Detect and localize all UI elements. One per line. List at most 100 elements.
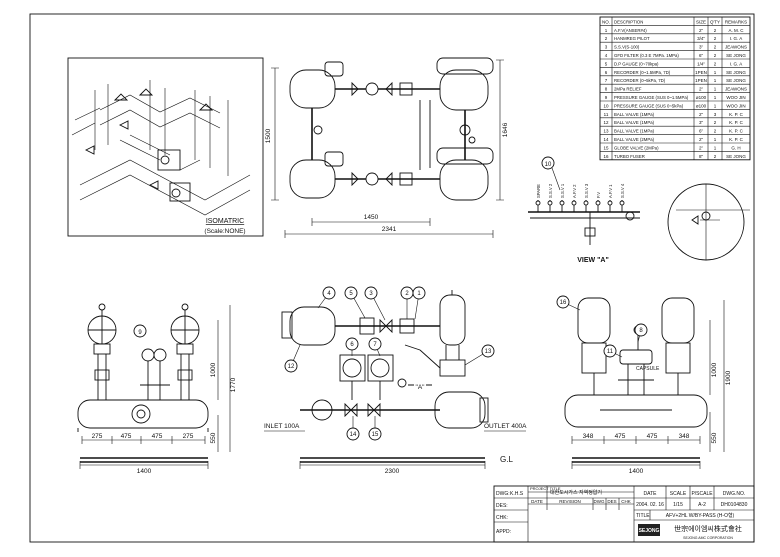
isometric-title: ISOMATRIC <box>206 218 244 225</box>
right-dim-width: 348 <box>679 433 690 440</box>
plan-view: 1500 1646 1450 2341 <box>265 57 509 238</box>
bom-header-cell: NO. <box>602 19 610 24</box>
bom-cell: SE JONG <box>726 154 746 159</box>
bom-cell: 1PEN <box>695 70 707 75</box>
balloon <box>364 286 378 300</box>
bom-cell: 4 <box>605 53 608 58</box>
bom-cell: BALL VALVE (1MPa) <box>614 129 655 134</box>
balloon-label: 10 <box>545 162 552 168</box>
balloon <box>344 286 358 300</box>
view-a-valve <box>571 200 577 206</box>
bom-cell: 2" <box>699 28 704 33</box>
bom-cell: I. G. A <box>730 61 743 66</box>
project-label: PROJECT TITLE <box>530 486 561 491</box>
plan-dim-total: 2341 <box>382 226 397 233</box>
view-a-tag: A.F.V 1 <box>608 184 613 198</box>
bom-cell: 2 <box>605 36 608 41</box>
front-dim-h1: 1000 <box>210 362 217 377</box>
bom-cell: JEAWONS <box>725 45 747 50</box>
bom-cell: K. P. C <box>729 112 743 117</box>
bom-cell: 2 <box>714 120 717 125</box>
bom-header-cell: DESCRIPTION <box>614 19 643 24</box>
balloon <box>284 359 298 373</box>
balloon <box>412 286 426 300</box>
right-regulator <box>577 297 611 344</box>
bom-cell: 10 <box>603 103 609 108</box>
bom-cell: K. P. C <box>729 129 743 134</box>
info-header: DWG.NO. <box>723 491 746 497</box>
balloon <box>322 286 336 300</box>
isometric-view: ISOMATRIC (Scale:NONE) <box>67 57 264 237</box>
plan-filter-tank <box>439 69 489 111</box>
inlet-label: INLET 100A <box>264 423 300 430</box>
bom-cell: 6" <box>699 53 704 58</box>
bom-cell: BALL VALVE (1MPa) <box>614 112 655 117</box>
balloon-label: 4 <box>327 291 331 297</box>
bom-cell: 2" <box>699 112 704 117</box>
balloon-label: 9 <box>138 330 142 336</box>
front-elevation: 9 275 475 475 275 1400 1000 1770 550 <box>77 303 237 475</box>
title-value: AFV+2HL W/BY-PASS (H-O형) <box>666 512 735 519</box>
balloon <box>634 323 648 337</box>
bom-cell: JEAWONS <box>725 87 747 92</box>
info-header: SCALE <box>670 491 687 497</box>
right-dim-width: 475 <box>615 433 626 440</box>
rev-header: REVISION <box>559 499 581 504</box>
balloon-label: 16 <box>560 300 567 306</box>
balloon-label: 15 <box>372 432 379 438</box>
des-label: DES: <box>496 503 508 509</box>
balloon <box>556 295 570 309</box>
dwg-value: K.H.S <box>510 491 524 497</box>
bom-cell: 9 <box>605 95 608 100</box>
bom-cell: D.P GAUGE (0~70kpa) <box>614 61 659 66</box>
balloon <box>346 427 360 441</box>
view-a-tag: S.S.V 1 <box>560 183 565 198</box>
rev-header: CHK <box>621 499 631 504</box>
balloon <box>368 427 382 441</box>
balloon-label: 13 <box>485 349 492 355</box>
bom-cell: PRESSURE GAUGE (SUS 0~1.5MPa) <box>614 95 689 100</box>
bom-cell: 2 <box>714 36 717 41</box>
bom-cell: WOO JIN <box>726 95 745 100</box>
logo-text: SEJONG <box>639 528 660 534</box>
side-dim-total: 2300 <box>385 468 400 475</box>
bom-cell: G. H <box>731 145 740 150</box>
view-a-tag: F.V <box>596 192 601 198</box>
front-dim-total: 1400 <box>137 468 152 475</box>
bom-cell: 1 <box>714 78 717 83</box>
side-regulator <box>439 294 466 346</box>
bom-cell: RECORDER (0~1.5MPa, 7D) <box>614 70 671 75</box>
bom-cell: SE JONG <box>726 53 746 58</box>
ground-level-label: G.L <box>500 455 513 464</box>
plan-dim-height-left: 1500 <box>265 128 272 143</box>
bom-cell: TURBO FUSER <box>614 154 645 159</box>
front-dim-width: 475 <box>121 433 132 440</box>
plan-dim-height-right: 1646 <box>502 122 509 137</box>
balloon-label: 6 <box>350 342 354 348</box>
info-value: 2004. 02. 16 <box>636 502 664 508</box>
bom-cell: 3 <box>605 45 608 50</box>
bom-cell: 5 <box>605 61 608 66</box>
bom-cell: BALL VALVE (2MPa) <box>614 137 655 142</box>
company-logo: SEJONG <box>638 524 660 536</box>
plan-dim-inner: 1450 <box>364 214 379 221</box>
bom-cell: 2" <box>699 137 704 142</box>
bom-cell: 8 <box>605 87 608 92</box>
bom-cell: GFD FILTER (0.3 E 7MPa. 1MPa) <box>614 53 679 58</box>
bom-cell: 2" <box>699 87 704 92</box>
view-a-valve <box>619 200 625 206</box>
bom-cell: 14 <box>603 137 609 142</box>
bom-cell: 2 <box>714 45 717 50</box>
view-a-tag: A.F.V 2 <box>572 184 577 198</box>
title-label: TITLE <box>636 513 650 519</box>
bom-cell: I. G. A <box>730 36 743 41</box>
bom-cell: HANMREG PILOT <box>614 36 650 41</box>
info-header: P/SCALE <box>691 491 713 497</box>
info-value: A-2 <box>698 502 706 508</box>
bom-cell: RECORDER (0~5kPa, 7D) <box>614 78 666 83</box>
balloon <box>541 156 555 170</box>
view-a-valve <box>559 200 565 206</box>
rev-header: DWG <box>594 499 605 504</box>
